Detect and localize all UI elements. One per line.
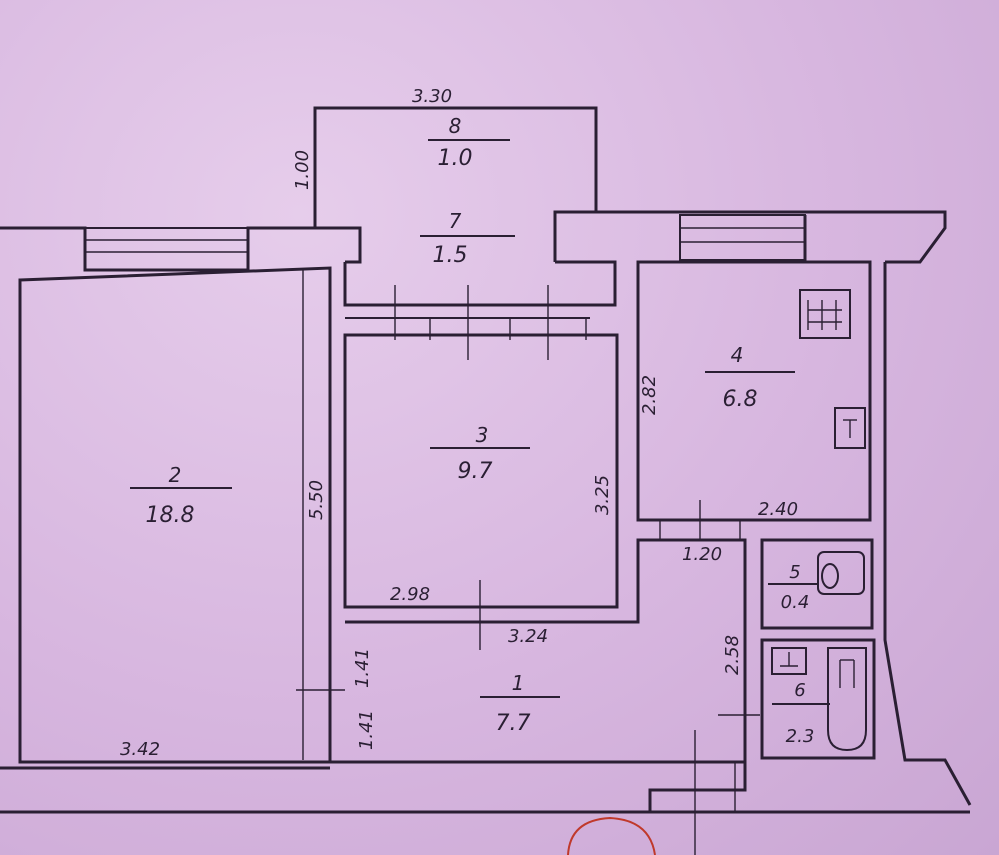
dim-room3-depth: 3.25	[592, 475, 613, 515]
stove-icon	[799, 289, 851, 339]
room-2-number: 2	[169, 463, 182, 487]
bottom-wall-mid	[330, 760, 747, 812]
washbasin-icon	[771, 647, 807, 675]
room-2-area: 18.8	[146, 503, 195, 528]
room-5-outline	[760, 538, 874, 630]
balcony-wall	[313, 106, 598, 262]
room-1	[345, 538, 760, 762]
stair-wall	[883, 262, 972, 806]
room-8-number: 8	[449, 114, 462, 138]
room-5-area: 0.4	[781, 592, 810, 613]
bathtub-icon	[827, 647, 867, 752]
room-7-number: 7	[449, 209, 462, 233]
dimension-labels: 3.30 1.00 5.50 3.42 2.98 3.25 3.24 2.82 …	[120, 86, 798, 760]
room-1-number: 1	[512, 671, 525, 695]
room-5-number: 5	[789, 562, 800, 583]
stamp-seal	[567, 816, 656, 855]
dim-room2-width: 3.42	[120, 739, 160, 760]
facade-wall-left	[0, 226, 362, 272]
room-4-outline	[636, 260, 872, 522]
dim-kitchen-depth: 2.82	[639, 375, 660, 415]
room-4	[636, 260, 872, 540]
dim-corridor-width: 1.20	[682, 544, 722, 565]
room-6	[760, 638, 876, 760]
room-3	[343, 260, 619, 650]
room-5	[760, 538, 874, 630]
facade-wall-right	[555, 210, 947, 264]
dim-balcony-width: 3.30	[412, 86, 452, 107]
room-6-number: 6	[794, 680, 805, 701]
room-1-outline	[345, 538, 747, 762]
room-3-area: 9.7	[458, 459, 493, 484]
room-2	[18, 266, 345, 764]
dim-hall-depth-bottom: 1.41	[356, 710, 377, 750]
room-7-lower-wall	[343, 260, 617, 307]
dim-hall-depth-top: 1.41	[352, 648, 373, 688]
dim-balcony-depth: 1.00	[292, 150, 313, 190]
room-6-area: 2.3	[786, 726, 815, 747]
room-4-area: 6.8	[723, 387, 758, 412]
sink-icon	[834, 407, 866, 449]
room-labels: 8 1.0 7 1.5 2 18.8 3 9.7 4 6.8 1 7.7 5 0…	[130, 114, 830, 747]
room-3-number: 3	[476, 423, 489, 447]
room-1-area: 7.7	[496, 711, 531, 736]
dim-corridor-length: 2.58	[722, 635, 743, 675]
room-2-outline	[18, 266, 332, 764]
room-8-area: 1.0	[438, 146, 473, 171]
dim-room2-length: 5.50	[306, 480, 327, 520]
dim-kitchen-width: 2.40	[758, 499, 798, 520]
room-7-area: 1.5	[433, 243, 468, 268]
dim-room3-width: 2.98	[390, 584, 430, 605]
room-3-outline	[343, 333, 619, 609]
toilet-icon	[817, 551, 865, 595]
building-walls	[0, 106, 972, 855]
window-left	[84, 227, 249, 271]
room-6-outline	[760, 638, 876, 760]
window-right	[679, 214, 806, 261]
room-4-number: 4	[731, 343, 744, 367]
dim-hall-width: 3.24	[508, 626, 548, 647]
